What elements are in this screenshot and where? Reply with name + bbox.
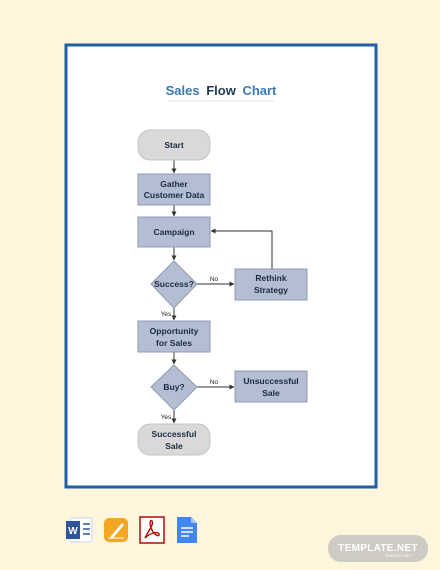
node-campaign: Campaign <box>137 216 211 248</box>
edge-label-buy-yes: Yes <box>161 414 172 421</box>
node-rethink-line1: Rethink <box>255 273 286 283</box>
edge-rethink-campaign <box>210 228 273 269</box>
word-icon-letter: W <box>68 526 78 537</box>
template-net-badge[interactable]: TEMPLATE.NET TEMPLATE.NET <box>328 535 428 562</box>
node-opportunity-line2: for Sales <box>156 338 192 348</box>
title-word-1: Sales <box>166 83 200 98</box>
node-campaign-label: Campaign <box>153 227 194 237</box>
title-word-2: Flow <box>206 83 236 98</box>
node-gather-line1: Gather <box>160 179 188 189</box>
node-unsuccessful-line2: Sale <box>262 388 280 398</box>
node-opportunity-for-sales: Opportunity for Sales <box>137 320 211 353</box>
pages-icon[interactable] <box>104 518 128 542</box>
edge-label-success-no: No <box>210 276 219 283</box>
node-success-label: Success? <box>154 279 194 289</box>
node-start: Start <box>137 129 211 161</box>
node-rethink-strategy: Rethink Strategy <box>234 268 308 301</box>
connectors <box>171 160 273 424</box>
node-successful-line2: Sale <box>165 441 183 451</box>
edge-label-buy-no: No <box>210 379 219 386</box>
format-icons: W <box>66 516 197 544</box>
node-buy-decision: Buy? <box>150 364 198 411</box>
edge-label-success-yes: Yes <box>161 311 172 318</box>
node-rethink-line2: Strategy <box>254 285 288 295</box>
node-success-decision: Success? <box>150 260 198 309</box>
node-buy-label: Buy? <box>163 382 184 392</box>
node-gather-line2: Customer Data <box>144 190 205 200</box>
pdf-icon[interactable] <box>139 516 165 544</box>
node-successful-line1: Successful <box>152 429 197 439</box>
badge-subtext: TEMPLATE.NET <box>385 554 412 558</box>
docs-icon[interactable] <box>177 517 197 543</box>
document-frame <box>64 43 378 489</box>
node-gather-customer-data: Gather Customer Data <box>137 173 211 206</box>
node-opportunity-line1: Opportunity <box>150 326 199 336</box>
node-start-label: Start <box>164 140 184 150</box>
word-icon[interactable]: W <box>66 517 93 543</box>
node-unsuccessful-sale: Unsuccessful Sale <box>234 370 308 403</box>
node-unsuccessful-line1: Unsuccessful <box>243 376 298 386</box>
badge-text: TEMPLATE.NET <box>338 543 418 554</box>
title-word-3: Chart <box>242 83 277 98</box>
chart-title: Sales Flow Chart <box>166 83 277 98</box>
node-successful-sale: Successful Sale <box>137 423 211 456</box>
